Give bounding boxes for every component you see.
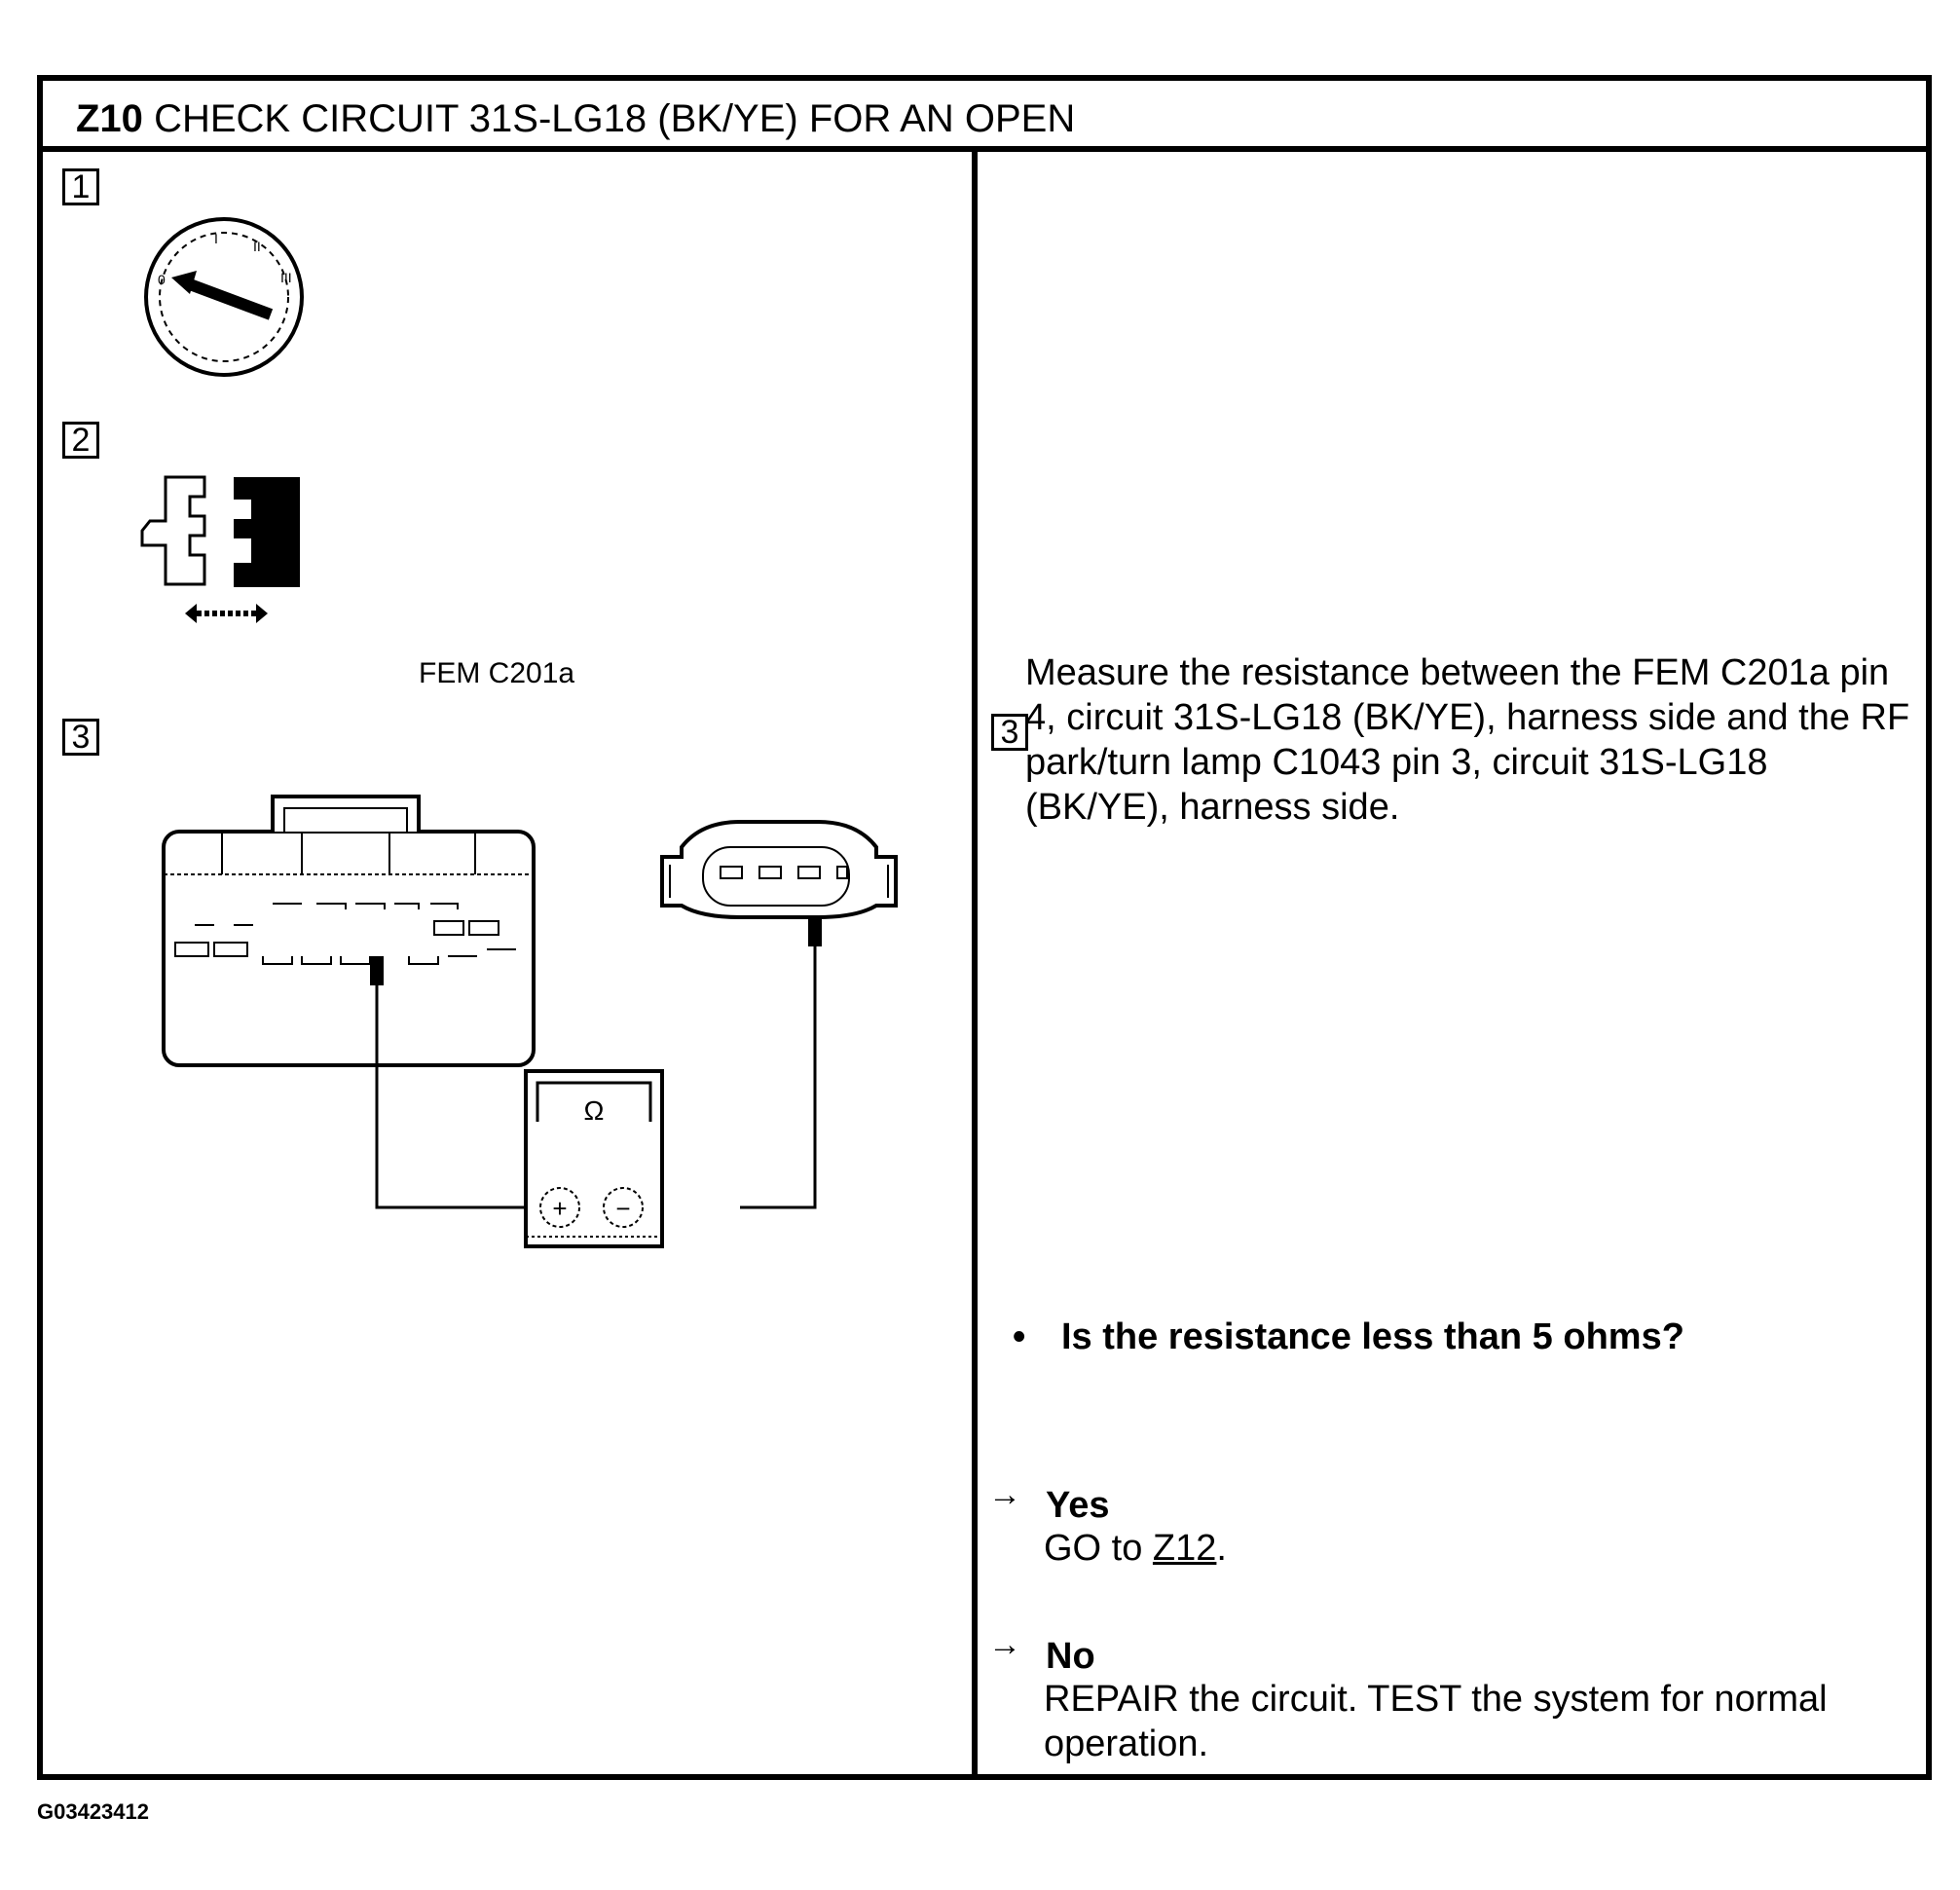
fem-c201a-connector [162, 795, 536, 1067]
rf-park-turn-lamp-c1043-connector [660, 820, 898, 946]
step-box-3: 3 [62, 719, 99, 756]
svg-text:I: I [214, 231, 218, 246]
step-id: Z10 [76, 97, 143, 140]
yes-arrow-icon: → [988, 1476, 1021, 1513]
instruction-step-box: 3 [991, 714, 1028, 751]
column-divider [972, 152, 978, 1774]
meter-minus-terminal: − [615, 1194, 630, 1223]
step-title-text: CHECK CIRCUIT 31S-LG18 (BK/YE) FOR AN OP… [154, 97, 1076, 140]
answer-yes-action: GO to Z12. [1044, 1526, 1940, 1571]
answer-no-action: REPAIR the circuit. TEST the system for … [1044, 1679, 1828, 1764]
ohm-symbol: Ω [584, 1095, 605, 1126]
procedure-frame: Z10 CHECK CIRCUIT 31S-LG18 (BK/YE) FOR A… [37, 75, 1932, 1780]
meter-plus-terminal: + [552, 1194, 567, 1223]
bullet-icon: • [1013, 1316, 1026, 1357]
ohmmeter: Ω + − [524, 1069, 664, 1248]
connector-disconnect-icon [140, 475, 300, 623]
svg-text:III: III [280, 270, 292, 285]
step-box-2: 2 [62, 422, 99, 459]
answer-yes-suffix: . [1216, 1528, 1227, 1569]
figure-id: G03423412 [37, 1799, 149, 1824]
answer-yes-prefix: GO to [1044, 1528, 1153, 1569]
svg-text:II: II [253, 239, 261, 254]
answer-no-title: No [1046, 1636, 1095, 1677]
connector-label: FEM C201a [419, 657, 575, 689]
answer-yes-title: Yes [1046, 1485, 1110, 1526]
question-text: Is the resistance less than 5 ohms? [1061, 1316, 1684, 1357]
no-arrow-icon: → [988, 1626, 1021, 1663]
instruction-text: Measure the resistance between the FEM C… [1025, 652, 1910, 828]
step-box-1: 1 [62, 168, 99, 205]
ignition-switch-icon: 0 I II III [144, 217, 304, 377]
svg-text:0: 0 [158, 272, 166, 287]
step-title: Z10 CHECK CIRCUIT 31S-LG18 (BK/YE) FOR A… [76, 96, 1075, 141]
resistance-test-hookup: Ω + − [162, 795, 898, 1248]
question: • Is the resistance less than 5 ohms? [1013, 1316, 1684, 1358]
step-header: Z10 CHECK CIRCUIT 31S-LG18 (BK/YE) FOR A… [43, 81, 1926, 152]
goto-z12-link[interactable]: Z12 [1152, 1528, 1217, 1569]
